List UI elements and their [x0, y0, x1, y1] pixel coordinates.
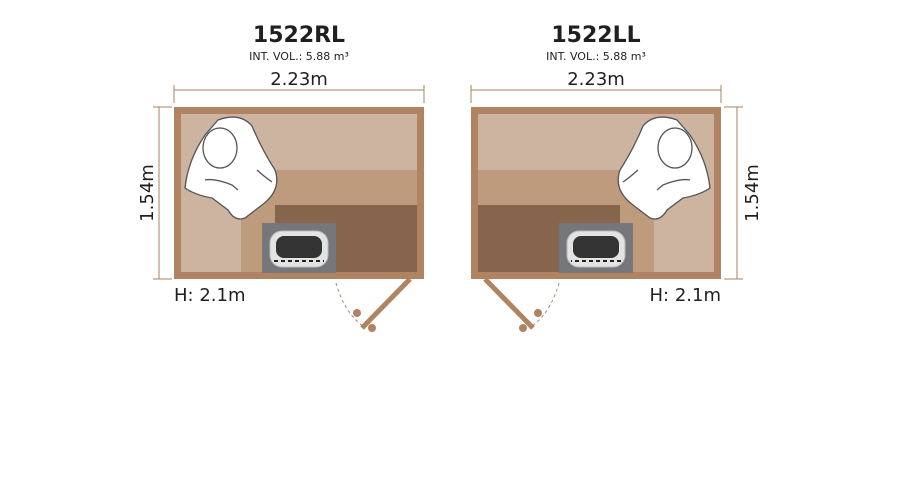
- depth-label: 1.54m: [137, 164, 158, 222]
- width-label: 2.23m: [270, 69, 328, 90]
- height-label: H: 2.1m: [174, 285, 245, 306]
- internal-volume: INT. VOL.: 5.88 m³: [546, 50, 646, 63]
- internal-volume: INT. VOL.: 5.88 m³: [249, 50, 349, 63]
- height-label: H: 2.1m: [650, 285, 721, 306]
- model-name: 1522RL: [253, 23, 345, 48]
- depth-label: 1.54m: [742, 164, 763, 222]
- plan-1522rl: 1522RL INT. VOL.: 5.88 m³ 2.23m 1.54m H:…: [137, 23, 424, 332]
- model-name: 1522LL: [551, 23, 640, 48]
- width-label: 2.23m: [567, 69, 625, 90]
- plan-1522ll: 1522LL INT. VOL.: 5.88 m³ 2.23m 1.54m H:…: [471, 23, 763, 332]
